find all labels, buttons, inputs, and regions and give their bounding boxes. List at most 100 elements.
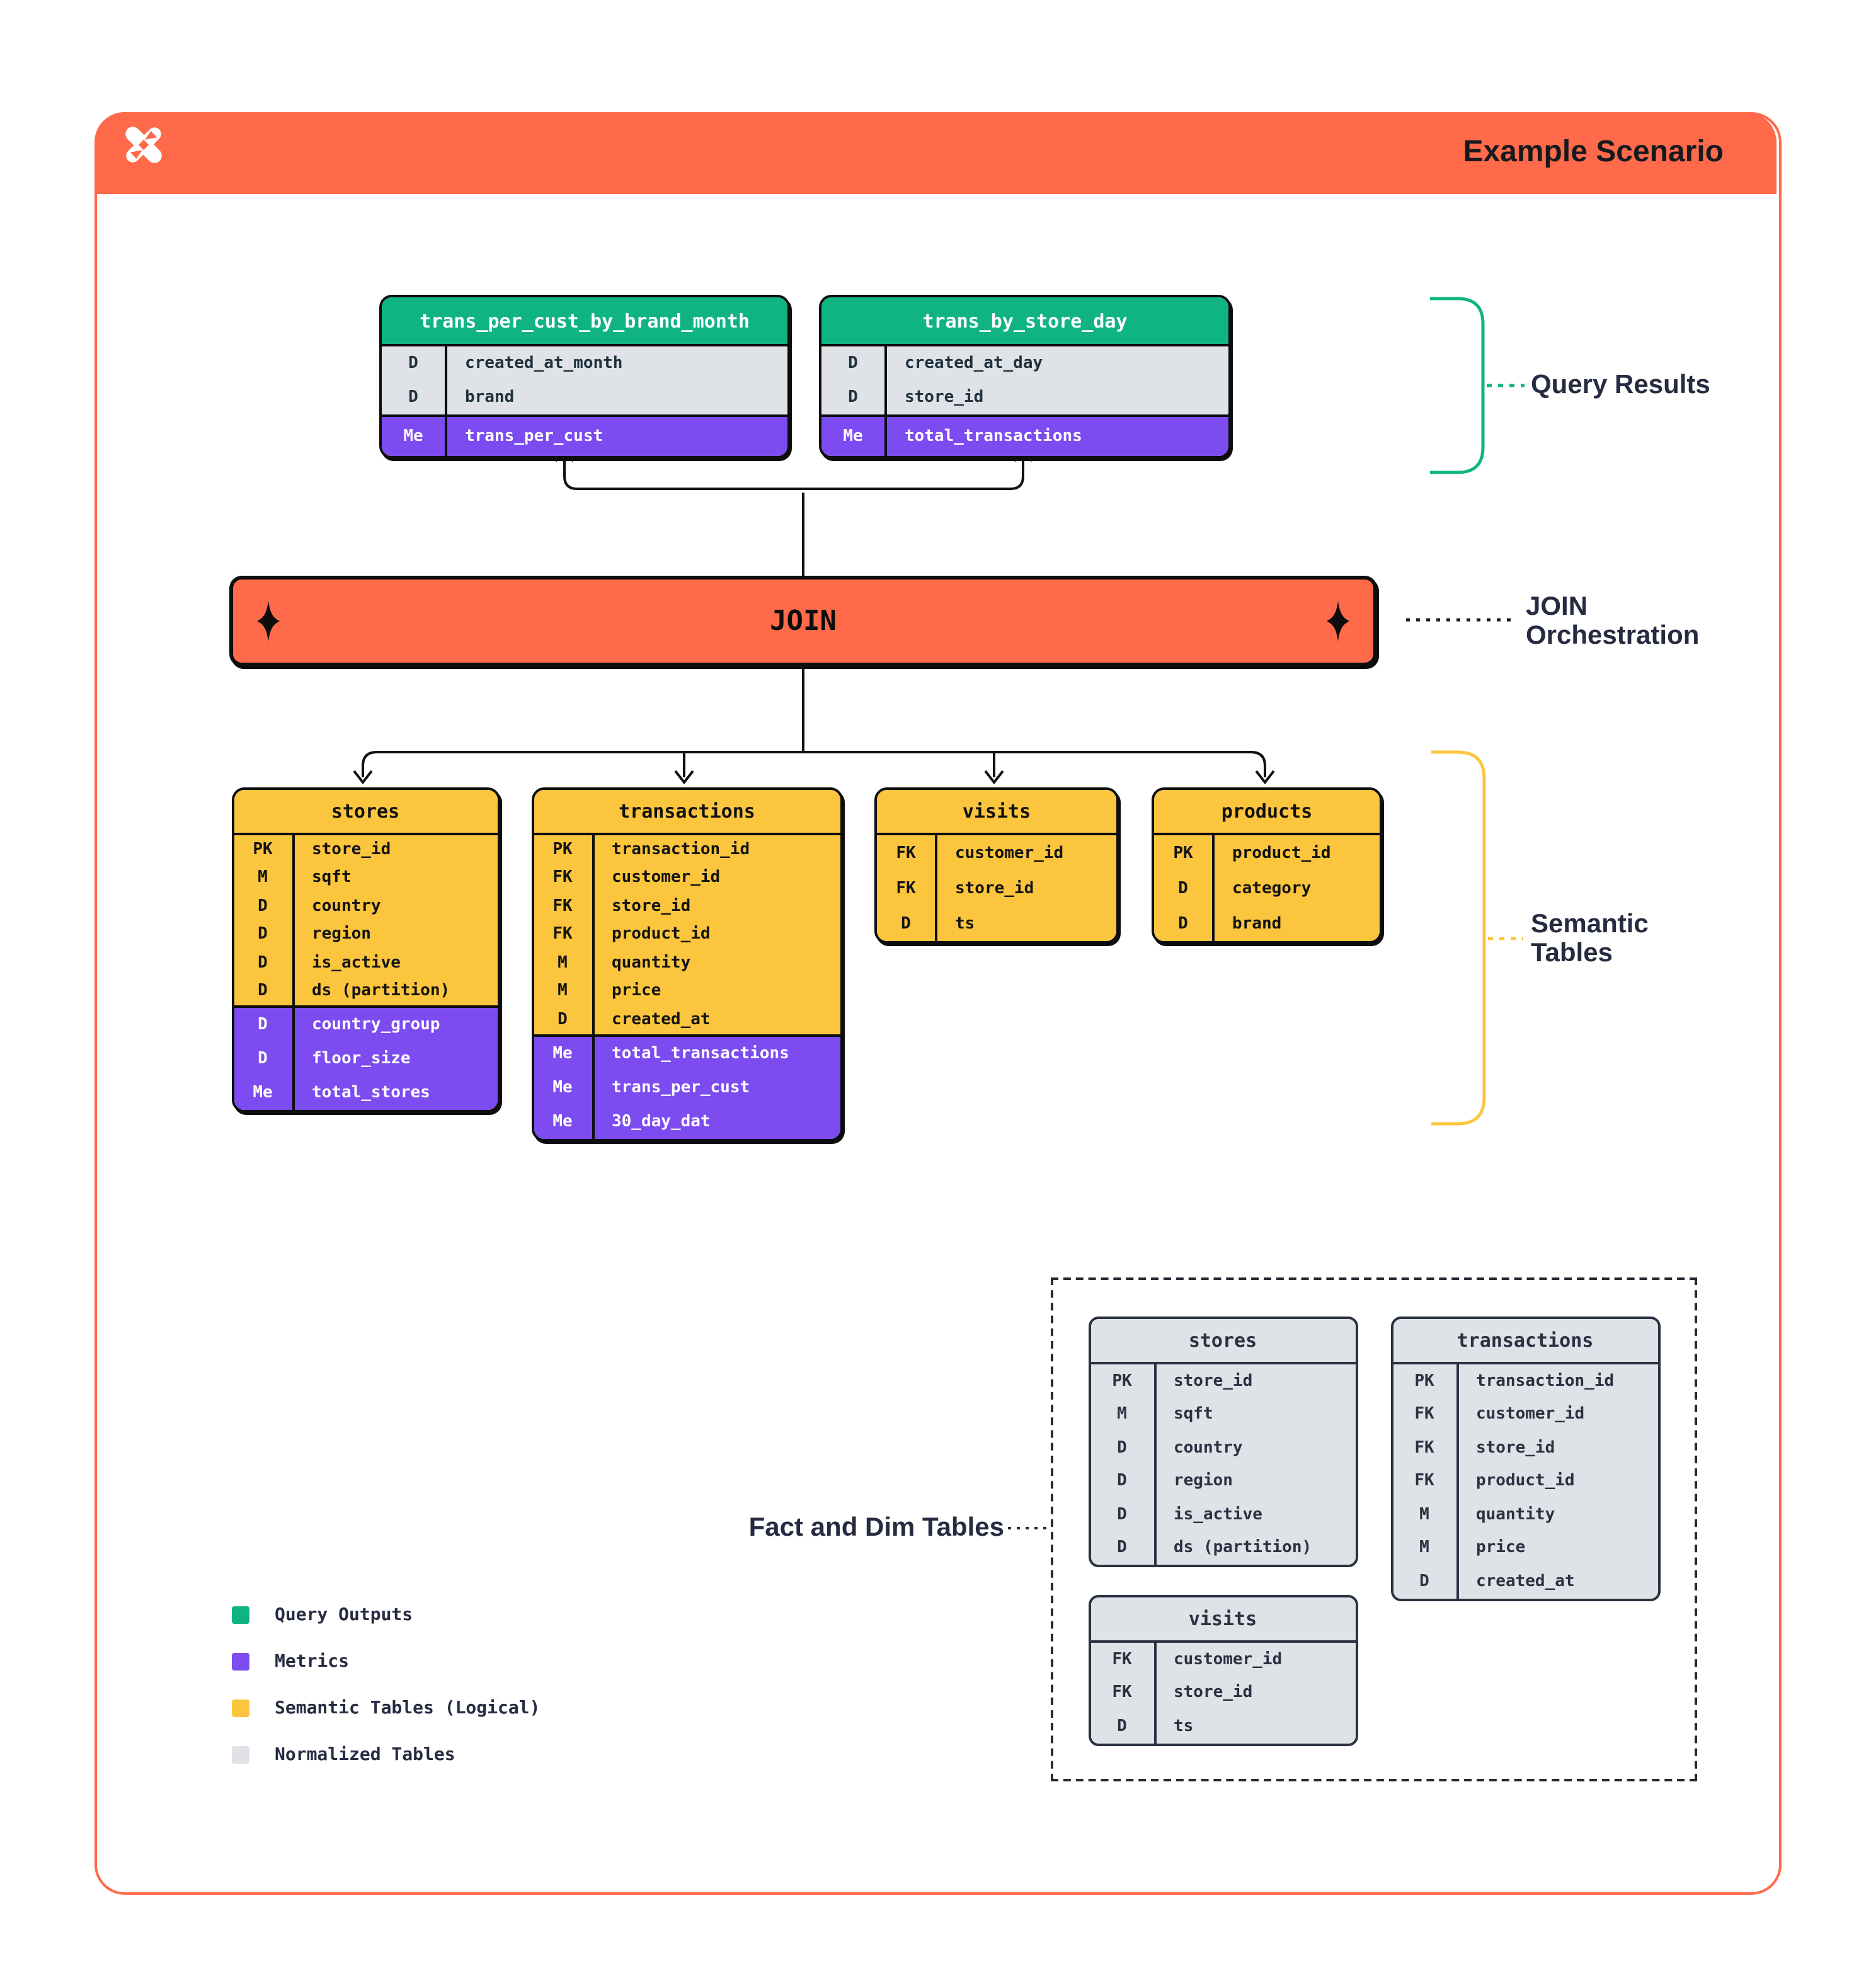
field-name: store_id [1174,1683,1253,1703]
field-name: store_id [312,840,391,859]
legend-swatch-icon [232,1606,249,1623]
field-key: FK [1393,1465,1458,1498]
field-key: D [1393,1565,1458,1598]
field-key: D [1090,1431,1156,1465]
page-title: Example Scenario [1463,135,1724,169]
field-key: FK [1393,1431,1458,1465]
table-row: Me trans_per_cust [534,1070,840,1104]
field-key: D [1090,1531,1156,1565]
field-name: ts [1174,1717,1194,1736]
field-key: PK [534,835,594,864]
table-title: visits [1090,1597,1355,1643]
field-key: D [1090,1465,1156,1498]
legend-label: Query Outputs [275,1604,413,1625]
legend-item: Semantic Tables (Logical) [232,1684,540,1731]
field-key: FK [1393,1398,1458,1431]
table-title: trans_per_cust_by_brand_month [382,297,787,346]
legend-item: Query Outputs [232,1591,540,1638]
sparkle-icon [257,600,280,642]
field-name: store_id [1476,1438,1555,1458]
fact-dim-box [1051,1277,1697,1781]
field-name: ts [955,914,975,933]
field-name: trans_per_cust [612,1078,750,1097]
field-name: price [612,981,661,1001]
field-key: D [382,380,447,414]
field-key: Me [534,1104,594,1138]
field-key: FK [877,871,937,906]
legend-swatch-icon [232,1699,249,1717]
field-name: store_id [905,388,984,407]
fact-dim-label: Fact and Dim Tables [748,1513,1004,1542]
field-key: FK [1090,1676,1156,1710]
field-key: Me [534,1036,594,1070]
field-key: D [877,906,937,941]
field-name: ds (partition) [1174,1538,1312,1558]
field-key: M [534,949,594,977]
field-key: D [1154,871,1215,906]
field-key: D [1154,906,1215,941]
field-name: store_id [612,896,691,916]
header-bar: Example Scenario [94,112,1777,194]
table-title: trans_by_store_day [821,297,1228,346]
field-key: Me [534,1070,594,1104]
field-name: store_id [1174,1371,1253,1391]
field-name: country [312,896,381,916]
table-row: FK store_id [1090,1676,1355,1710]
legend-item: Normalized Tables [232,1731,540,1778]
field-name: trans_per_cust [465,427,604,446]
legend-swatch-icon [232,1652,249,1670]
table-row: PK store_id [234,835,497,864]
field-key: D [1090,1710,1156,1743]
field-name: is_active [312,953,401,973]
field-key: Me [234,1076,294,1110]
field-key: PK [1154,835,1215,871]
field-name: transaction_id [612,840,750,859]
field-key: FK [534,892,594,920]
field-name: product_id [1232,843,1331,862]
field-key: PK [1393,1364,1458,1398]
field-key: Me [821,417,887,456]
join-label: JOIN [770,605,837,637]
field-name: country [1174,1438,1243,1458]
field-key: D [534,1005,594,1034]
field-name: customer_id [955,843,1064,862]
field-key: PK [234,835,294,864]
field-key: D [821,380,887,414]
field-name: created_at_month [465,354,623,373]
field-name: created_at [612,1010,711,1029]
table-title: transactions [1393,1319,1657,1364]
field-key: D [234,892,294,920]
legend-label: Normalized Tables [275,1744,455,1764]
field-key: M [1393,1531,1458,1565]
field-key: D [821,346,887,380]
field-key: D [234,977,294,1005]
field-key: D [234,1008,294,1042]
